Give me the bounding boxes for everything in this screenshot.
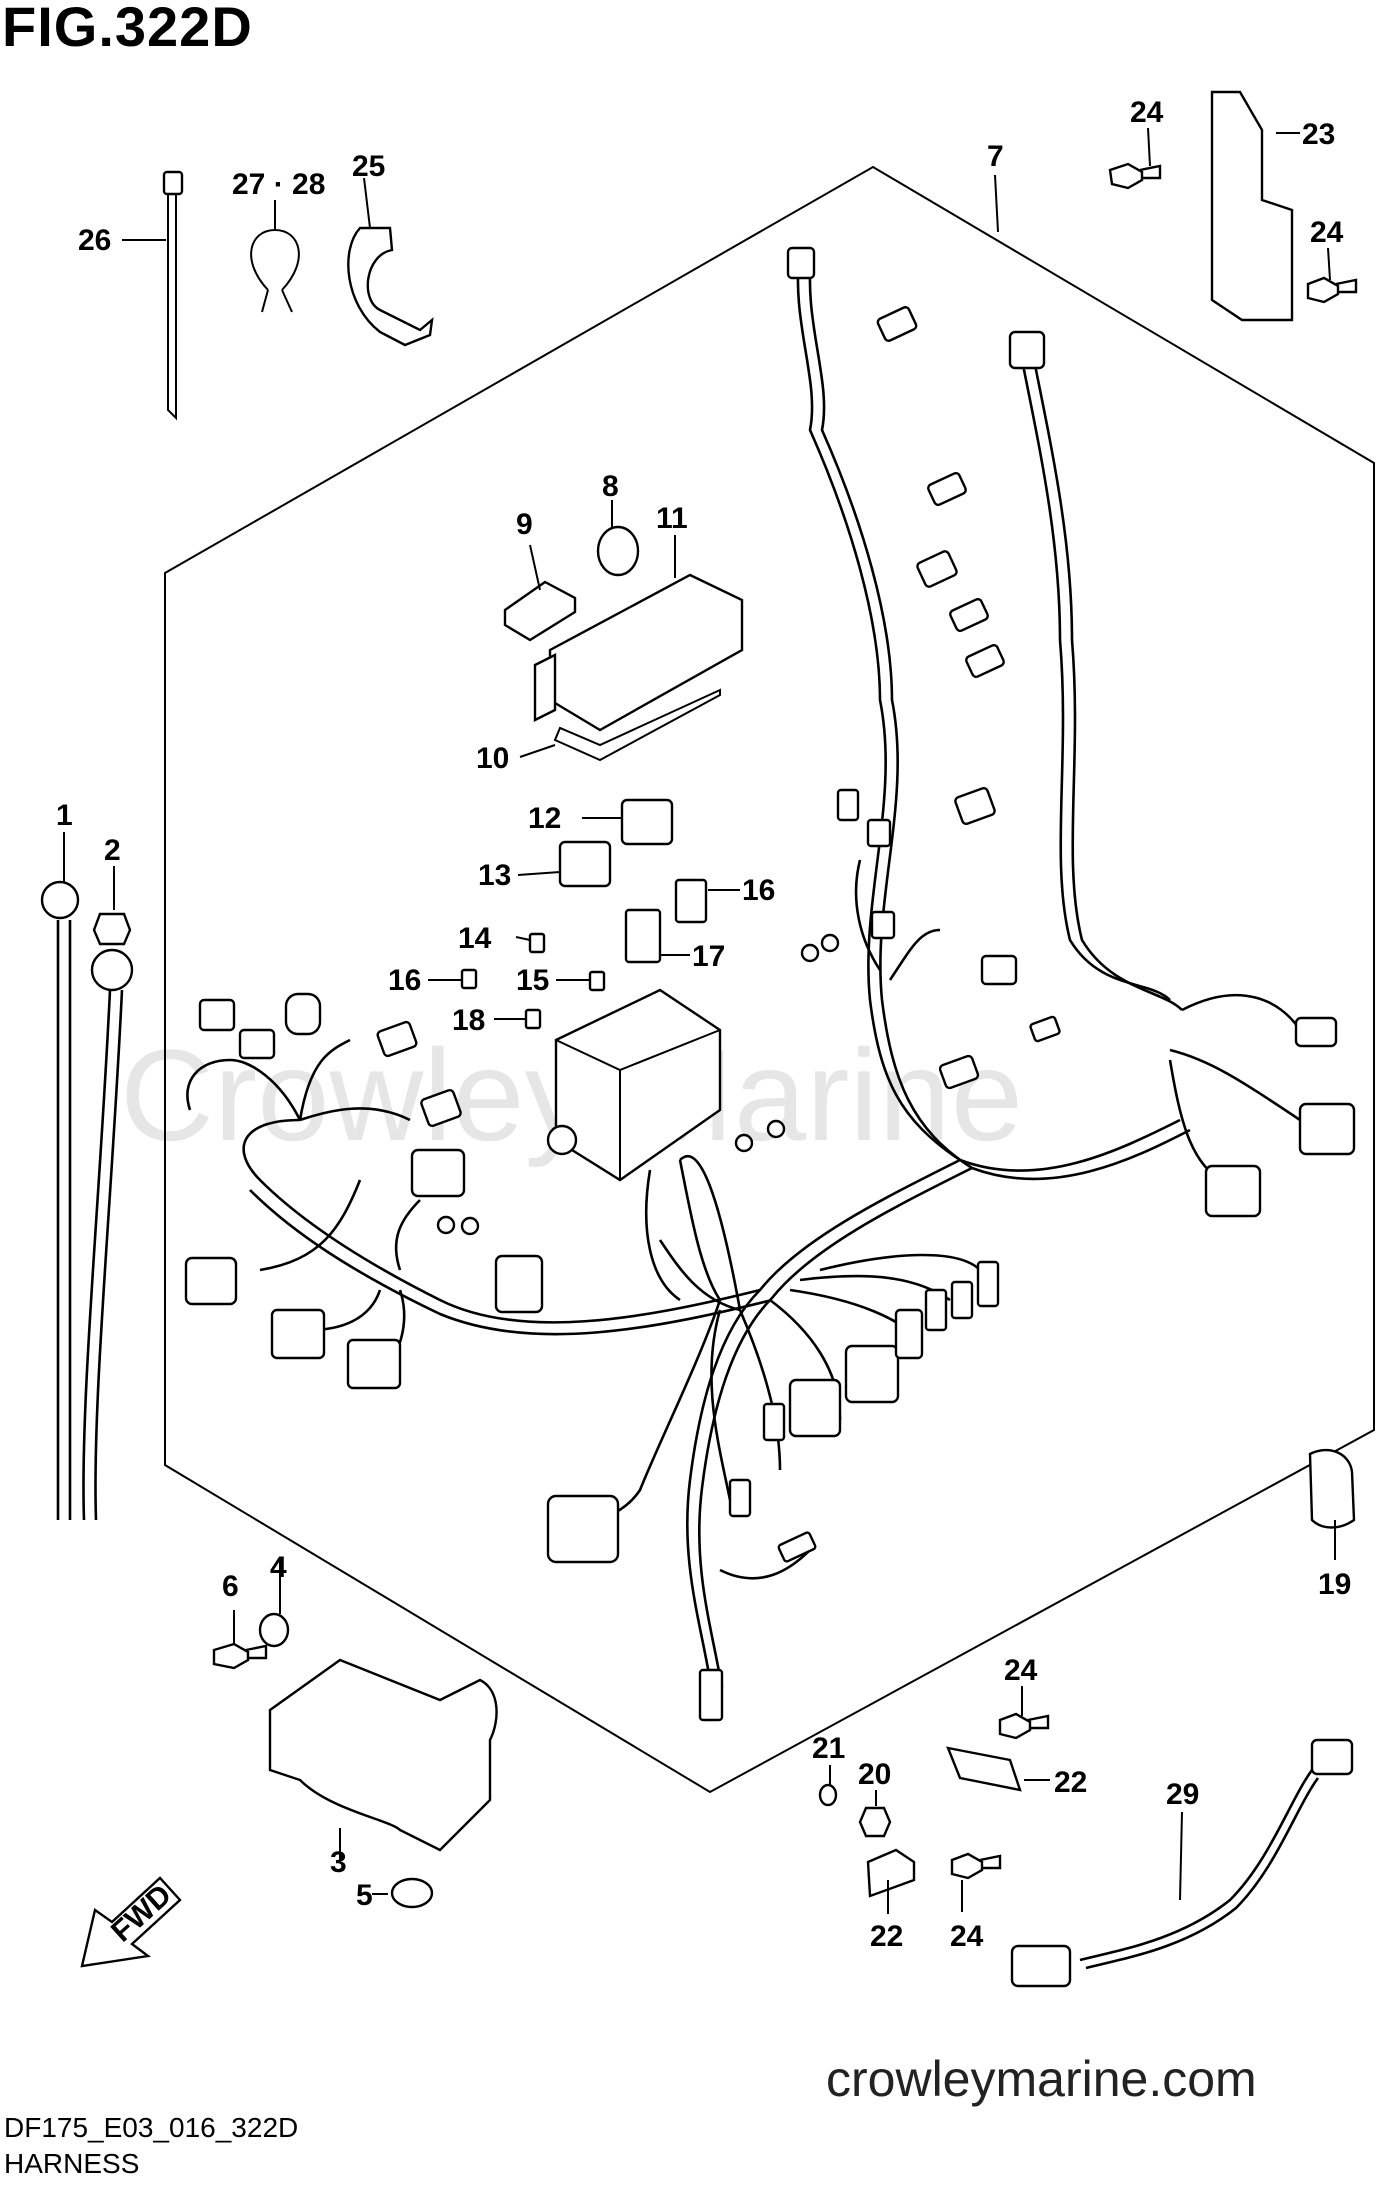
- callout-labels: 1 2 3 4 5 6 7 8 9 10 11 12 13 14 15 16 1…: [56, 96, 1351, 1953]
- callout-10: 10: [476, 742, 509, 775]
- harness-connectors: [184, 246, 1356, 1722]
- callout-5: 5: [356, 1879, 373, 1912]
- callout-20: 20: [858, 1758, 891, 1791]
- clip-9: [503, 580, 577, 642]
- fuse-17: [624, 908, 662, 964]
- callout-24d: 24: [950, 1920, 984, 1953]
- callout-25: 25: [352, 150, 385, 183]
- fuse-box-base: [546, 988, 722, 1182]
- fuse-14: [528, 932, 546, 954]
- bracket-3: [268, 1658, 498, 1852]
- callout-23: 23: [1302, 118, 1335, 151]
- relay-12: [620, 798, 674, 846]
- callout-7: 7: [987, 140, 1004, 173]
- sub-harness-29: [1010, 1738, 1354, 1988]
- callout-6: 6: [222, 1570, 239, 1603]
- bracket-22b: [866, 1848, 916, 1898]
- callout-17: 17: [692, 940, 725, 973]
- washer-21: [818, 1783, 838, 1807]
- bracket-22a: [946, 1746, 1022, 1792]
- leader-lines: [63, 127, 1336, 1914]
- callout-24a: 24: [1130, 96, 1164, 129]
- callout-12: 12: [528, 802, 561, 835]
- battery-cable-1: [40, 880, 134, 1521]
- callout-21: 21: [812, 1732, 845, 1765]
- nut-20: [858, 1806, 892, 1838]
- callout-27-28: 27 · 28: [232, 168, 325, 201]
- fuse-16b: [674, 878, 708, 924]
- figure-title: FIG.322D: [2, 0, 253, 58]
- callout-4: 4: [270, 1551, 287, 1584]
- callout-8: 8: [602, 470, 619, 503]
- callout-26: 26: [78, 224, 111, 257]
- cable-tie-26: [162, 170, 184, 421]
- callout-11: 11: [656, 502, 688, 535]
- bolt-24c: [998, 1712, 1050, 1740]
- harness-outline: [164, 165, 1375, 1794]
- callout-1: 1: [56, 799, 73, 832]
- callout-16b: 16: [742, 874, 775, 907]
- fwd-arrow: FWD: [80, 1876, 182, 1968]
- callout-24c: 24: [1004, 1654, 1038, 1687]
- bracket-23: [1210, 90, 1294, 322]
- callout-16a: 16: [388, 964, 421, 997]
- callout-2: 2: [104, 834, 121, 867]
- nut-2: [92, 912, 132, 946]
- fuse-16a: [460, 968, 478, 990]
- bolt-24a: [1108, 162, 1162, 190]
- washer-4: [258, 1612, 290, 1648]
- callout-18: 18: [452, 1004, 485, 1037]
- bolt-6: [212, 1642, 268, 1670]
- callout-15: 15: [516, 964, 549, 997]
- figure-name: HARNESS: [4, 2148, 140, 2179]
- bolt-24b: [1306, 276, 1358, 304]
- figure-code: DF175_E03_016_322D: [4, 2112, 299, 2143]
- callout-9: 9: [516, 508, 533, 541]
- website-label: crowleymarine.com: [826, 2051, 1257, 2107]
- clamp-27-28: [250, 228, 300, 313]
- cap-19: [1308, 1448, 1356, 1529]
- callout-24b: 24: [1310, 216, 1344, 249]
- clamp-25: [347, 226, 434, 347]
- relay-13: [558, 840, 612, 888]
- main-harness: [186, 249, 1302, 1689]
- callout-29: 29: [1166, 1778, 1199, 1811]
- grommet-8: [596, 525, 640, 577]
- fuse-18: [524, 1008, 542, 1030]
- callout-14: 14: [458, 922, 492, 955]
- fuse-box-cover: [533, 573, 744, 762]
- fuse-15: [588, 970, 606, 992]
- callout-3: 3: [330, 1846, 347, 1879]
- grommet-5: [390, 1877, 434, 1909]
- bolt-24d: [950, 1852, 1002, 1880]
- callout-22b: 22: [870, 1920, 903, 1953]
- callout-22a: 22: [1054, 1766, 1087, 1799]
- callout-13: 13: [478, 859, 511, 892]
- callout-19: 19: [1318, 1568, 1351, 1601]
